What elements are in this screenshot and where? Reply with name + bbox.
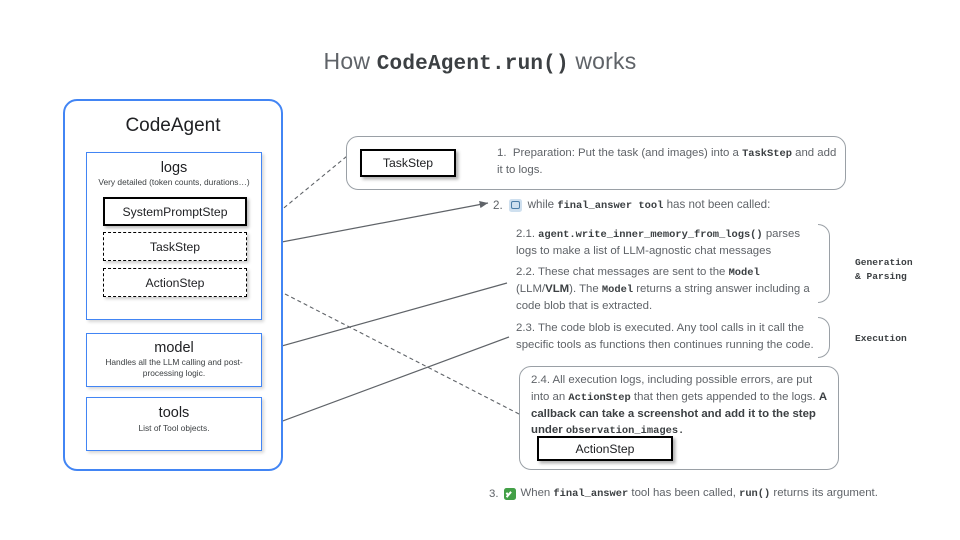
log-entry-systempromptstep[interactable]: SystemPromptStep: [103, 197, 247, 226]
substep-2-2-code-b: Model: [601, 284, 634, 297]
title-prefix: How: [323, 48, 377, 74]
codeagent-title: CodeAgent: [125, 115, 221, 136]
tools-title: tools: [158, 405, 190, 421]
substep-2-4-bold-a: A callback can take a screenshot and add…: [531, 390, 827, 437]
step-3-text-a: When: [520, 487, 554, 499]
substep-2-2: 2.2. These chat messages are sent to the…: [516, 264, 816, 315]
substep-2-4: 2.4. All execution logs, including possi…: [531, 372, 829, 439]
step-2-header: 2. while final_answer tool has not been …: [493, 198, 770, 212]
step-3-code-a: final_answer: [553, 488, 629, 500]
model-title: model: [154, 340, 194, 356]
step-2-text-a: while: [527, 198, 558, 211]
substep-2-3-text: The code blob is executed. Any tool call…: [516, 322, 814, 351]
step-1-number: 1.: [497, 147, 507, 159]
step-3-code-b: run(): [739, 488, 771, 500]
substep-2-3: 2.3. The code blob is executed. Any tool…: [516, 320, 818, 353]
substep-2-1-code: agent.write_inner_memory_from_logs(): [538, 229, 763, 241]
model-subtitle: Handles all the LLM calling and post-pro…: [105, 357, 243, 379]
tools-subtitle: List of Tool objects.: [138, 423, 210, 433]
substep-2-3-number: 2.3.: [516, 322, 535, 334]
substep-2-2-number: 2.2.: [516, 266, 535, 278]
green-check-icon: [503, 487, 516, 500]
substep-2-4-code-b: observation_images.: [565, 425, 685, 438]
group-label-execution: Execution: [855, 333, 907, 344]
substep-2-2-text-d: returns a string answer including a code…: [516, 283, 810, 313]
step-3-body: When final_answer tool has been called, …: [521, 487, 878, 500]
model-box[interactable]: model Handles all the LLM calling and po…: [86, 333, 262, 387]
step-1-text: 1. Preparation: Put the task (and images…: [497, 145, 837, 179]
taskstep-node-box[interactable]: TaskStep: [360, 149, 456, 177]
substep-2-1-number: 2.1.: [516, 228, 535, 240]
logs-subtitle: Very detailed (token counts, durations…): [98, 177, 250, 187]
substep-2-2-bold-a: VLM: [545, 283, 570, 296]
substep-2-4-text-b: that then gets appended to the logs.: [630, 390, 819, 403]
step-2-text: while final_answer tool has not been cal…: [528, 198, 771, 212]
step-2-text-b: has not been called:: [663, 198, 771, 211]
substep-2-2-text-c: ). The: [569, 283, 602, 296]
log-entry-actionstep[interactable]: ActionStep: [103, 268, 247, 297]
substep-2-4-code-a: ActionStep: [568, 391, 631, 404]
step-1-code-a: TaskStep: [742, 148, 792, 160]
step-3-text-c: returns its argument.: [770, 487, 878, 499]
step-3-text-b: tool has been called,: [628, 487, 740, 499]
codeagent-panel: CodeAgent logs Very detailed (token coun…: [63, 99, 283, 471]
log-entry-taskstep[interactable]: TaskStep: [103, 232, 247, 261]
title-code: CodeAgent.run(): [376, 53, 569, 76]
substep-2-1-text: parses logs to make a list of LLM-agnost…: [516, 228, 801, 258]
title-suffix: works: [568, 48, 637, 74]
tools-box[interactable]: tools List of Tool objects.: [86, 397, 262, 451]
substep-2-2-text-b: (LLM/: [516, 283, 546, 296]
group-label-generation-parsing: Generation & Parsing: [855, 257, 913, 283]
substep-2-4-text-a: All execution logs, including possible e…: [531, 374, 813, 403]
actionstep-node-box[interactable]: ActionStep: [537, 436, 673, 461]
substep-2-2-text-a: These chat messages are sent to the: [537, 266, 729, 278]
substep-2-2-code-a: Model: [728, 267, 760, 279]
repeat-loop-icon: [508, 198, 522, 212]
bracket-generation-parsing: [818, 224, 830, 303]
substep-2-4-number: 2.4.: [531, 374, 550, 386]
step-2-number: 2.: [493, 198, 503, 212]
logs-box[interactable]: logs Very detailed (token counts, durati…: [86, 152, 262, 320]
substep-2-1: 2.1. agent.write_inner_memory_from_logs(…: [516, 226, 816, 260]
bracket-execution: [818, 317, 830, 358]
step-1-text-a: Preparation: Put the task (and images) i…: [512, 147, 743, 159]
step-2-code-a: final_answer tool: [557, 200, 664, 212]
step-1-text-b: and add it to logs.: [497, 147, 837, 177]
page-title: How CodeAgent.run() works: [0, 48, 960, 76]
step-3-text: 3. When final_answer tool has been calle…: [489, 487, 878, 500]
logs-title: logs: [160, 160, 188, 176]
step-3-number: 3.: [489, 487, 499, 500]
